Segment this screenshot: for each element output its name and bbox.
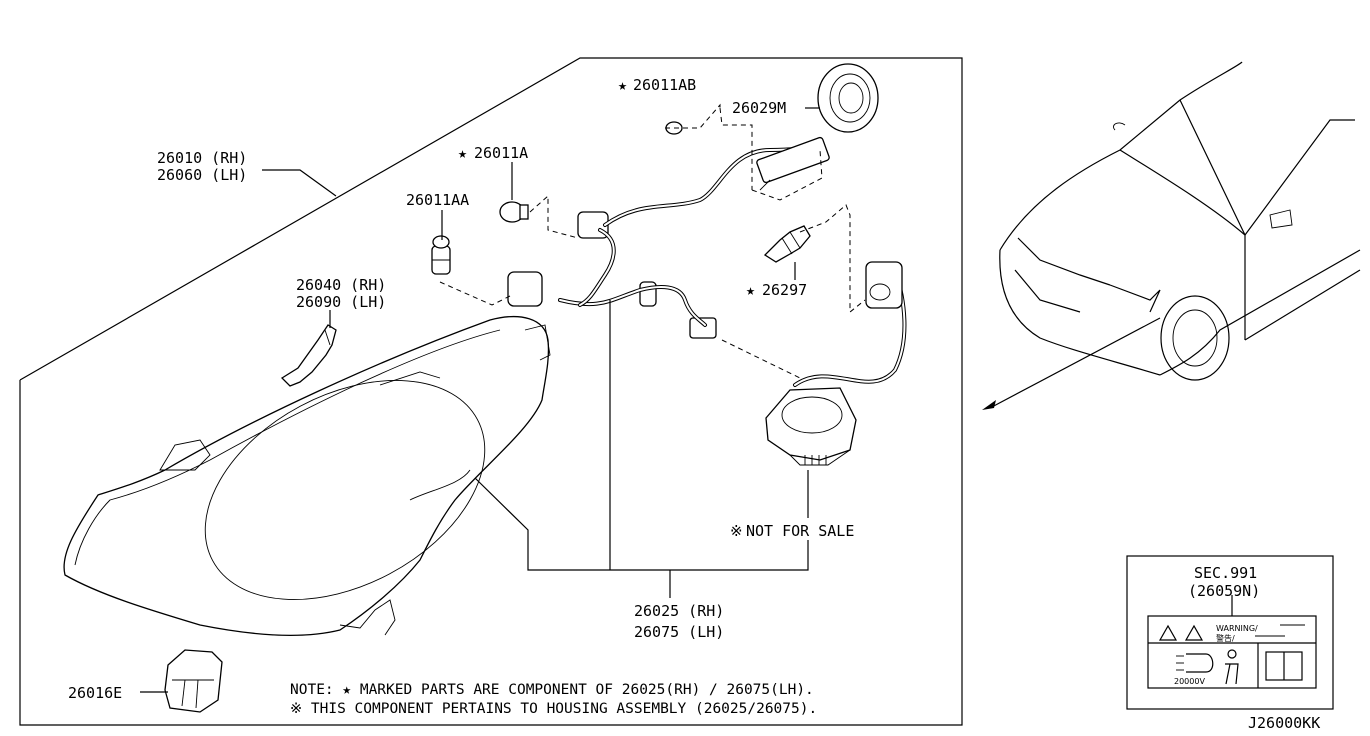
xenon-bulb bbox=[763, 225, 811, 263]
label-bulb-ab: 26011AB bbox=[633, 76, 696, 94]
warning-text: WARNING/ bbox=[1216, 624, 1258, 633]
warning-label-box bbox=[1126, 555, 1334, 710]
label-cap: 26016E bbox=[68, 684, 122, 702]
bulb-26011aa bbox=[431, 235, 451, 275]
note-line-2: ※ THIS COMPONENT PERTAINS TO HOUSING ASS… bbox=[290, 701, 817, 717]
label-harness-rh: 26025 (RH) bbox=[634, 602, 724, 620]
label-bracket-rh: 26040 (RH) bbox=[296, 276, 386, 294]
label-harness-lh: 26075 (LH) bbox=[634, 623, 724, 641]
ballast-cover bbox=[817, 63, 879, 133]
warning-text-jp: 警告/ bbox=[1216, 633, 1235, 643]
ballast-unit bbox=[765, 387, 857, 466]
star-icon: ★ bbox=[746, 281, 755, 299]
assembly-panel bbox=[19, 57, 963, 726]
label-ballast-cover: 26029M bbox=[732, 99, 786, 117]
sec-number: SEC.991 bbox=[1194, 564, 1257, 582]
cap-part bbox=[164, 649, 223, 713]
bulb-26011a bbox=[499, 201, 529, 223]
bracket-part bbox=[280, 324, 337, 387]
vehicle-illustration bbox=[982, 61, 1361, 410]
bulb-socket bbox=[865, 261, 903, 309]
sec-part-number: (26059N) bbox=[1188, 582, 1260, 600]
label-bulb-a: 26011A bbox=[474, 144, 528, 162]
label-xenon-bulb: 26297 bbox=[762, 281, 807, 299]
star-icon: ★ bbox=[458, 144, 467, 162]
socket-parts bbox=[507, 211, 717, 339]
diagram-code: J26000KK bbox=[1248, 714, 1320, 732]
label-bracket-lh: 26090 (LH) bbox=[296, 293, 386, 311]
kome-icon: ※ bbox=[730, 522, 743, 540]
wire-harness bbox=[558, 143, 907, 387]
star-icon: ★ bbox=[618, 76, 627, 94]
igniter-connector bbox=[756, 136, 830, 191]
note-line-1: NOTE: ★ MARKED PARTS ARE COMPONENT OF 26… bbox=[290, 682, 814, 698]
leader-lines bbox=[140, 107, 820, 693]
label-bulb-aa: 26011AA bbox=[406, 191, 469, 209]
label-housing-lh: 26060 (LH) bbox=[157, 166, 247, 184]
headlamp-housing bbox=[63, 316, 551, 637]
label-housing-rh: 26010 (RH) bbox=[157, 149, 247, 167]
voltage-text: 20000V bbox=[1174, 677, 1205, 686]
label-not-for-sale: NOT FOR SALE bbox=[746, 522, 854, 540]
dashed-leaders bbox=[439, 103, 866, 379]
